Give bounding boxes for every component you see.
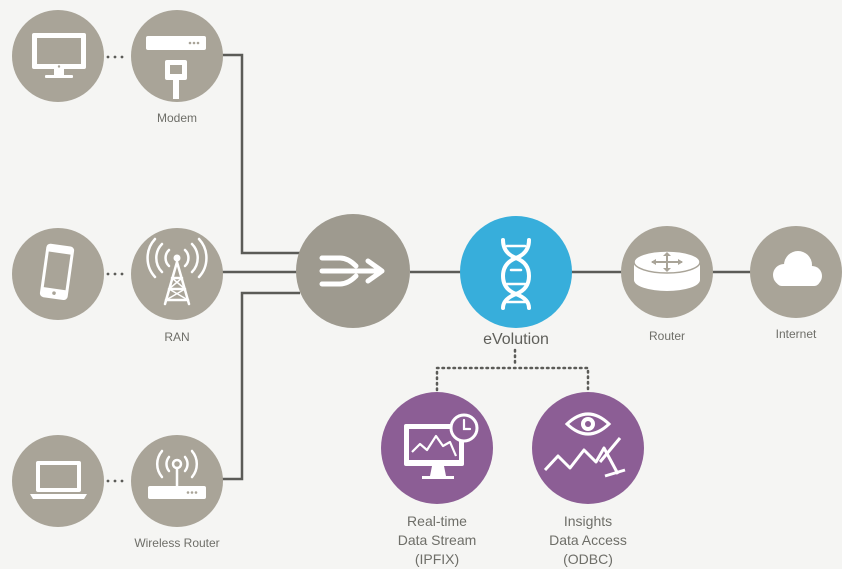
ran-label: RAN xyxy=(164,330,190,344)
monitor-chart-clock-icon xyxy=(404,413,479,479)
cloud-icon xyxy=(773,251,822,286)
modem-to-hub-line xyxy=(222,53,300,255)
evolution-output-dotted-bracket xyxy=(435,348,590,394)
internet-node xyxy=(750,226,842,318)
desktop-monitor-icon xyxy=(32,33,86,78)
insights-label-line2: Data Access xyxy=(549,532,627,548)
realtime-data-stream-node xyxy=(381,392,493,504)
smartphone-icon xyxy=(39,243,75,301)
wireless-router-icon xyxy=(148,449,206,499)
insights-label: Insights Data Access (ODBC) xyxy=(528,512,648,569)
router-node xyxy=(621,226,713,318)
wireless-router-node xyxy=(131,435,223,527)
realtime-label-line3: (IPFIX) xyxy=(414,551,460,567)
dotted-connectors xyxy=(106,55,124,483)
evolution-label: eVolution xyxy=(483,331,549,348)
dna-icon xyxy=(500,238,532,310)
insights-label-line1: Insights xyxy=(563,513,613,529)
merge-arrows-icon xyxy=(319,255,385,287)
connector-lines xyxy=(222,53,752,481)
realtime-label-line2: Data Stream xyxy=(397,532,477,548)
modem-node xyxy=(131,10,223,102)
insights-data-access-node xyxy=(532,392,644,504)
laptop-icon xyxy=(30,461,87,499)
phone-node xyxy=(12,228,104,320)
modem-icon xyxy=(146,36,206,99)
hub-node xyxy=(296,214,410,328)
evolution-node xyxy=(460,216,572,328)
desktop-node xyxy=(12,10,104,102)
internet-label: Internet xyxy=(775,327,817,341)
modem-label: Modem xyxy=(156,111,197,125)
realtime-label-line1: Real-time xyxy=(407,513,467,529)
insights-label-line3: (ODBC) xyxy=(563,551,613,567)
laptop-node xyxy=(12,435,104,527)
router-icon xyxy=(633,250,701,291)
ran-node xyxy=(131,228,223,320)
wireless-to-hub-line xyxy=(222,291,300,481)
cell-tower-icon xyxy=(146,237,208,306)
eye-chart-icon xyxy=(543,412,626,478)
wireless-router-label: Wireless Router xyxy=(134,536,220,550)
router-label: Router xyxy=(648,329,686,343)
realtime-label: Real-time Data Stream (IPFIX) xyxy=(377,512,497,569)
